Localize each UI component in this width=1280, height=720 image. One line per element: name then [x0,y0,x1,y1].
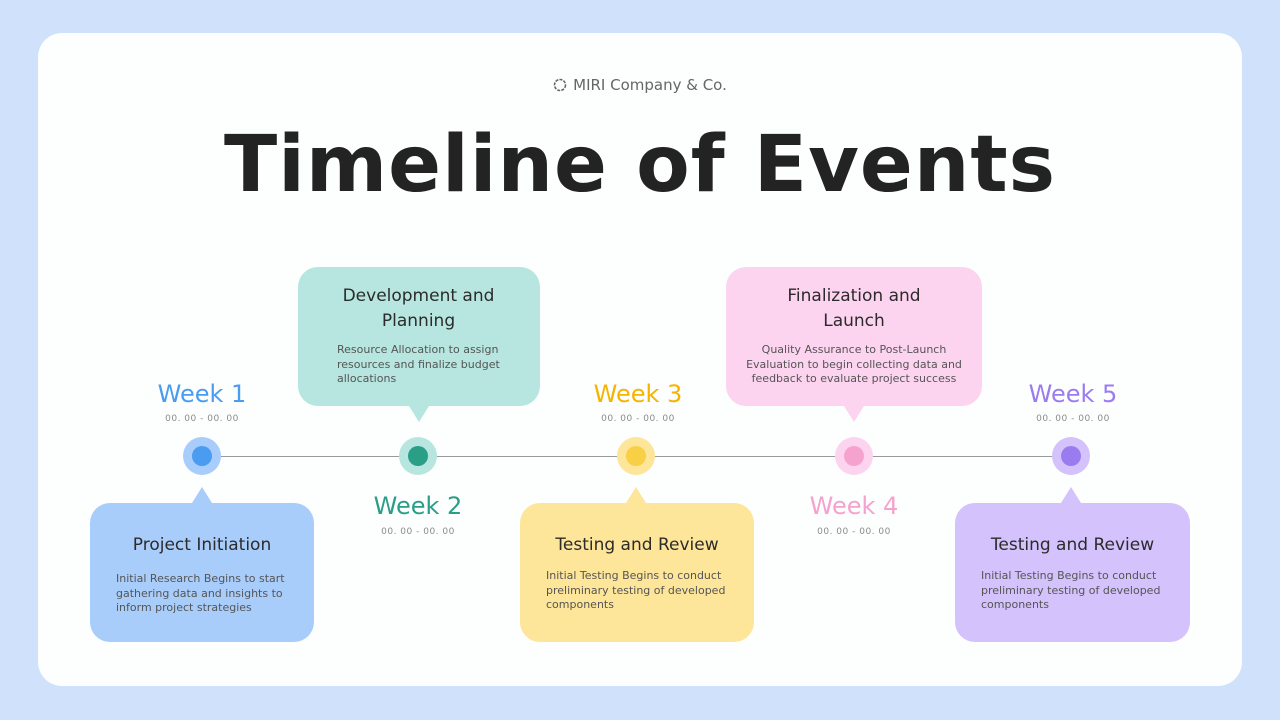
time-range: 00. 00 - 00. 00 [165,414,239,424]
event-title: Testing and Review [990,535,1155,555]
page-title: Timeline of Events [223,120,1057,210]
timeline-node [1052,437,1090,475]
event-bubble: Testing and Review Initial Testing Begin… [520,503,754,642]
bubble-pointer [1061,487,1081,503]
event-title: Testing and Review [555,535,719,555]
event-description: Initial Testing Begins to conduct prelim… [546,569,726,611]
event-bubble: Project Initiation Initial Research Begi… [90,503,314,642]
time-range: 00. 00 - 00. 00 [381,527,455,537]
time-range: 00. 00 - 00. 00 [601,414,675,424]
event-bubble: Finalization and Launch Quality Assuranc… [726,267,982,406]
timeline-node [399,437,437,475]
bubble-pointer [626,487,646,503]
week-label: Week 2 [373,492,463,520]
event-description: Resource Allocation to assign resources … [337,343,500,385]
brand-header: MIRI Company & Co. [0,76,1280,94]
bubble-pointer [409,406,429,422]
week-label: Week 3 [593,380,683,408]
time-range: 00. 00 - 00. 00 [1036,414,1110,424]
circle-logo-icon [553,78,567,92]
bubble-pointer [192,487,212,503]
event-description: Quality Assurance to Post-Launch Evaluat… [746,343,962,385]
bubble-pointer [844,406,864,422]
timeline-node [617,437,655,475]
brand-name: MIRI Company & Co. [573,76,727,94]
event-bubble: Development and Planning Resource Alloca… [298,267,540,406]
week-label: Week 1 [157,380,247,408]
event-description: Initial Testing Begins to conduct prelim… [981,569,1161,611]
timeline-node [835,437,873,475]
event-description: Initial Research Begins to start gatheri… [116,572,285,614]
week-label: Week 5 [1028,380,1118,408]
event-title: Finalization and Launch [787,286,921,331]
timeline-node [183,437,221,475]
time-range: 00. 00 - 00. 00 [817,527,891,537]
week-label: Week 4 [809,492,899,520]
event-title: Project Initiation [132,535,272,555]
event-bubble: Testing and Review Initial Testing Begin… [955,503,1190,642]
event-title: Development and Planning [342,286,495,331]
